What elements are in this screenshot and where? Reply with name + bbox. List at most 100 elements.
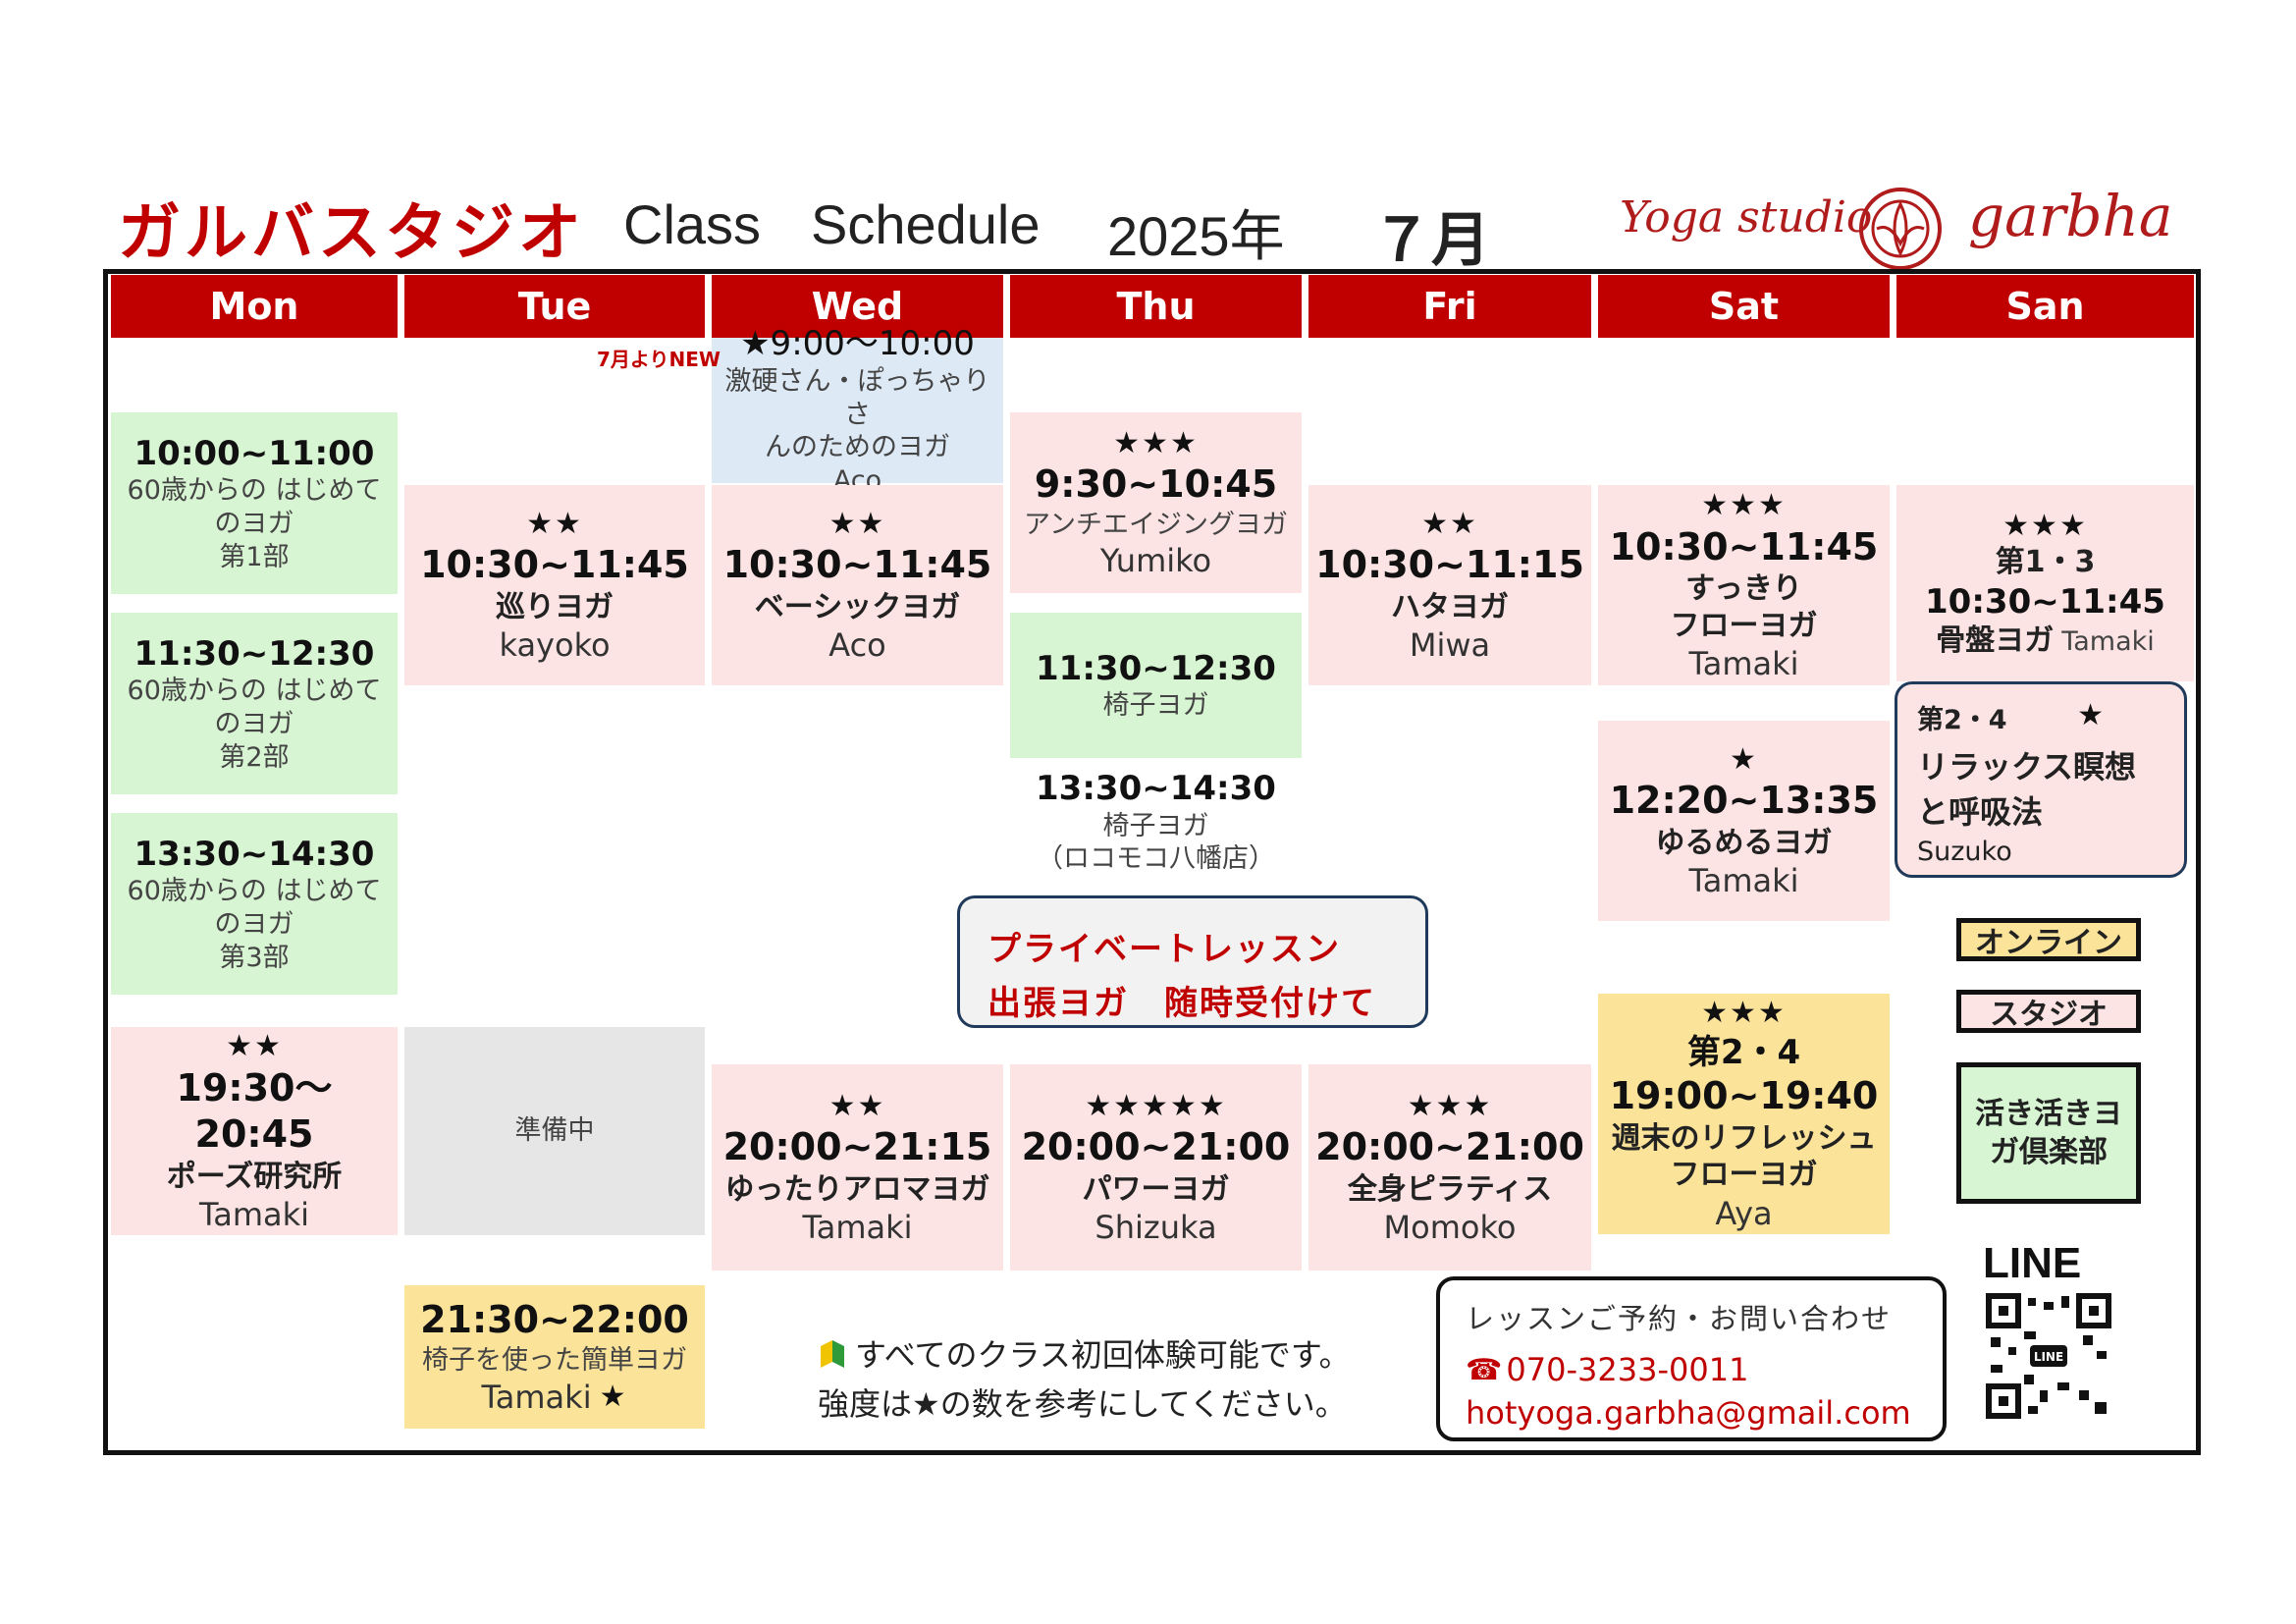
class-time: 10:30~11:45	[420, 543, 689, 587]
class-place: （ロコモコ八幡店）	[1037, 843, 1275, 875]
class-name: フローヨガ	[1670, 608, 1818, 643]
class-name: パワーヨガ	[1082, 1171, 1230, 1207]
contact-phone[interactable]: 070-3233-0011	[1506, 1351, 1749, 1388]
class-mon-3[interactable]: 13:30~14:30 60歳からの はじめて のヨガ 第3部	[111, 813, 398, 995]
class-name: ベーシックヨガ	[754, 589, 961, 624]
class-sat-3[interactable]: ★★★ 第2・4 19:00~19:40 週末のリフレッシュ フローヨガ Aya	[1598, 994, 1890, 1234]
class-wed-2[interactable]: ★★ 20:00~21:15 ゆったりアロマヨガ Tamaki	[712, 1064, 1003, 1271]
class-sun-2[interactable]: 第2・4 ★ リラックス瞑想 と呼吸法 Suzuko	[1895, 681, 2187, 878]
line-label: LINE	[1983, 1239, 2082, 1287]
lotus-logo-icon	[1859, 188, 1942, 270]
class-time: 9:30~10:45	[1034, 462, 1278, 507]
day-header-wed: Wed	[712, 275, 1003, 338]
class-time: 20:00~21:00	[1315, 1125, 1584, 1169]
intensity-stars: ★★★	[1701, 996, 1787, 1031]
club-label: 活き活きヨガ倶楽部	[1956, 1062, 2141, 1204]
class-time: 10:30~11:45	[722, 543, 992, 587]
class-mon-4[interactable]: ★★ 19:30～20:45 ポーズ研究所 Tamaki	[111, 1027, 398, 1235]
instructor: Tamaki	[198, 1196, 310, 1233]
class-tue-1[interactable]: ★★ 10:30~11:45 巡りヨガ kayoko	[404, 485, 705, 685]
class-thu-2[interactable]: 11:30~12:30 椅子ヨガ	[1010, 613, 1302, 758]
class-label: Class	[623, 193, 762, 255]
class-mon-2[interactable]: 11:30~12:30 60歳からの はじめて のヨガ 第2部	[111, 613, 398, 794]
contact-email[interactable]: hotyoga.garbha@gmail.com	[1466, 1394, 1911, 1432]
class-desc: 激硬さん・ぽっちゃりさ	[724, 365, 990, 430]
class-wed-1[interactable]: ★★ 10:30~11:45 ベーシックヨガ Aco	[712, 485, 1003, 685]
year-label: 2025年	[1107, 205, 1285, 267]
trial-note: すべてのクラス初回体験可能です。 強度は★の数を参考にしてください。	[818, 1330, 1426, 1425]
class-thu-1[interactable]: ★★★ 9:30~10:45 アンチエイジングヨガ Yumiko	[1010, 412, 1302, 593]
day-header-sat: Sat	[1598, 275, 1890, 338]
class-sun-1[interactable]: ★★★ 第1・3 10:30~11:45 骨盤ヨガ Tamaki	[1896, 485, 2194, 681]
class-sat-1[interactable]: ★★★ 10:30~11:45 すっきり フローヨガ Tamaki	[1598, 485, 1890, 685]
trial-line2: 強度は★の数を参考にしてください。	[818, 1385, 1347, 1423]
intensity-stars: ★★★★★	[1085, 1088, 1227, 1123]
class-name: すっきり	[1685, 571, 1802, 606]
class-time: ★9:00～10:00	[740, 324, 975, 364]
class-part: 第3部	[219, 942, 290, 973]
day-header-tue: Tue	[404, 275, 705, 338]
intensity-stars: ★★★	[1407, 1088, 1493, 1123]
instructor: Tamaki	[1688, 645, 1799, 682]
class-week: 第2・4	[1917, 705, 2007, 735]
day-header-fri: Fri	[1308, 275, 1591, 338]
class-thu-3[interactable]: 13:30~14:30 椅子ヨガ （ロコモコ八幡店）	[1010, 758, 1302, 886]
instructor: Yumiko	[1099, 542, 1212, 580]
qr-code-icon[interactable]: LINE	[1985, 1292, 2112, 1420]
trial-line1: すべてのクラス初回体験可能です。	[855, 1336, 1351, 1374]
class-desc: 60歳からの はじめて	[127, 475, 382, 507]
class-mon-1[interactable]: 10:00~11:00 60歳からの はじめて のヨガ 第1部	[111, 412, 398, 594]
class-time: 10:00~11:00	[133, 433, 375, 473]
instructor: Shizuka	[1095, 1209, 1217, 1247]
class-part: 第2部	[219, 741, 290, 773]
class-name: ゆったりアロマヨガ	[724, 1171, 990, 1207]
new-tag: 7月よりNEW	[597, 348, 721, 371]
intensity-stars: ★	[2077, 698, 2106, 732]
class-name: 椅子ヨガ	[1102, 690, 1209, 722]
studio-title: ガルバスタジオ	[118, 197, 585, 270]
class-desc: 60歳からの はじめて	[127, 676, 382, 707]
instructor: Tamaki	[481, 1378, 592, 1416]
intensity-stars: ★★★	[1113, 425, 1199, 460]
class-desc: 60歳からの はじめて	[127, 876, 382, 907]
class-sat-2[interactable]: ★ 12:20~13:35 ゆるめるヨガ Tamaki	[1598, 721, 1890, 921]
class-name: 椅子ヨガ	[1102, 810, 1209, 841]
class-fri-1[interactable]: ★★ 10:30~11:15 ハタヨガ Miwa	[1308, 485, 1591, 685]
intensity-stars: ★★★	[1701, 488, 1787, 522]
class-time: 10:30~11:45	[1925, 581, 2165, 622]
day-header-thu: Thu	[1010, 275, 1302, 338]
class-time: 11:30~12:30	[1036, 648, 1276, 688]
instructor: Aya	[1715, 1194, 1773, 1232]
intensity-stars: ★★	[828, 506, 886, 541]
class-part: 第1部	[219, 541, 290, 572]
contact-title: レッスンご予約・お問い合わせ	[1466, 1302, 1893, 1335]
private-lesson-box[interactable]: プライベートレッスン 出張ヨガ 随時受付けて	[957, 895, 1428, 1028]
class-week: 第1・3	[1995, 545, 2096, 579]
phone-icon: ☎	[1466, 1352, 1503, 1387]
class-thu-4[interactable]: ★★★★★ 20:00~21:00 パワーヨガ Shizuka	[1010, 1064, 1302, 1271]
intensity-stars: ★	[599, 1379, 628, 1414]
day-header-mon: Mon	[111, 275, 398, 338]
instructor: Tamaki	[1688, 862, 1799, 900]
beginner-mark-icon	[821, 1340, 844, 1368]
private-line2: 出張ヨガ 随時受付けて	[988, 984, 1376, 1023]
brand-name: garbha	[1968, 183, 2173, 249]
class-name: 椅子を使った簡単ヨガ	[422, 1344, 687, 1376]
schedule-label: Schedule	[811, 193, 1041, 255]
class-fri-2[interactable]: ★★★ 20:00~21:00 全身ピラティス Momoko	[1308, 1064, 1591, 1271]
class-time: 13:30~14:30	[1036, 769, 1276, 808]
class-tue-2: 準備中	[404, 1027, 705, 1235]
class-wed-0[interactable]: ★9:00～10:00 激硬さん・ぽっちゃりさ んのためのヨガ Aco	[712, 324, 1003, 496]
class-desc: のヨガ	[214, 908, 294, 940]
intensity-stars: ★	[1730, 741, 1758, 777]
class-time: 19:30～20:45	[176, 1065, 333, 1157]
class-name: 全身ピラティス	[1347, 1171, 1553, 1207]
class-name: 週末のリフレッシュ	[1611, 1120, 1877, 1156]
class-name: フローヨガ	[1670, 1158, 1818, 1193]
class-time: 10:30~11:15	[1315, 543, 1584, 587]
instructor: Momoko	[1383, 1209, 1517, 1247]
private-line1: プライベートレッスン	[988, 930, 1341, 969]
class-name: ポーズ研究所	[166, 1159, 343, 1194]
class-name: ゆるめるヨガ	[1655, 825, 1833, 860]
class-tue-3[interactable]: 21:30~22:00 椅子を使った簡単ヨガ Tamaki ★	[404, 1285, 705, 1429]
